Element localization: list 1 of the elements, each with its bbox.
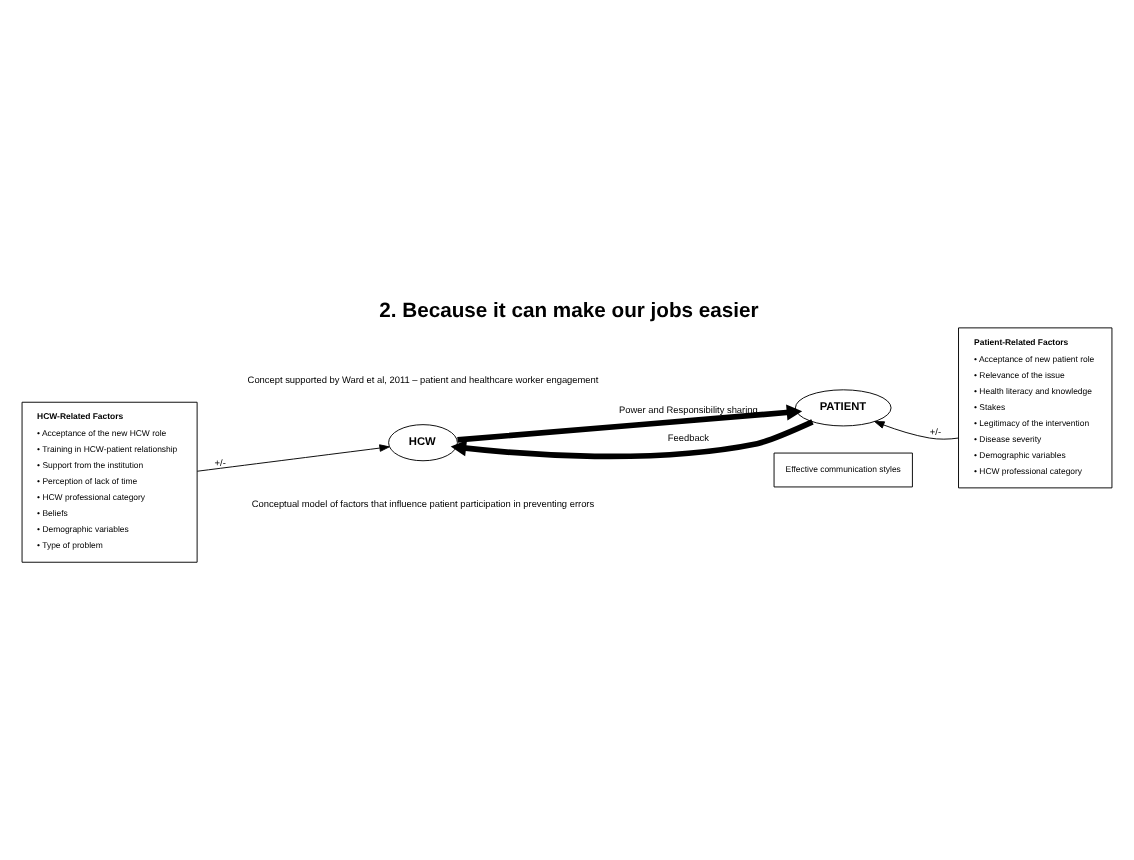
diagram-title: 2. Because it can make our jobs easier bbox=[379, 301, 759, 324]
